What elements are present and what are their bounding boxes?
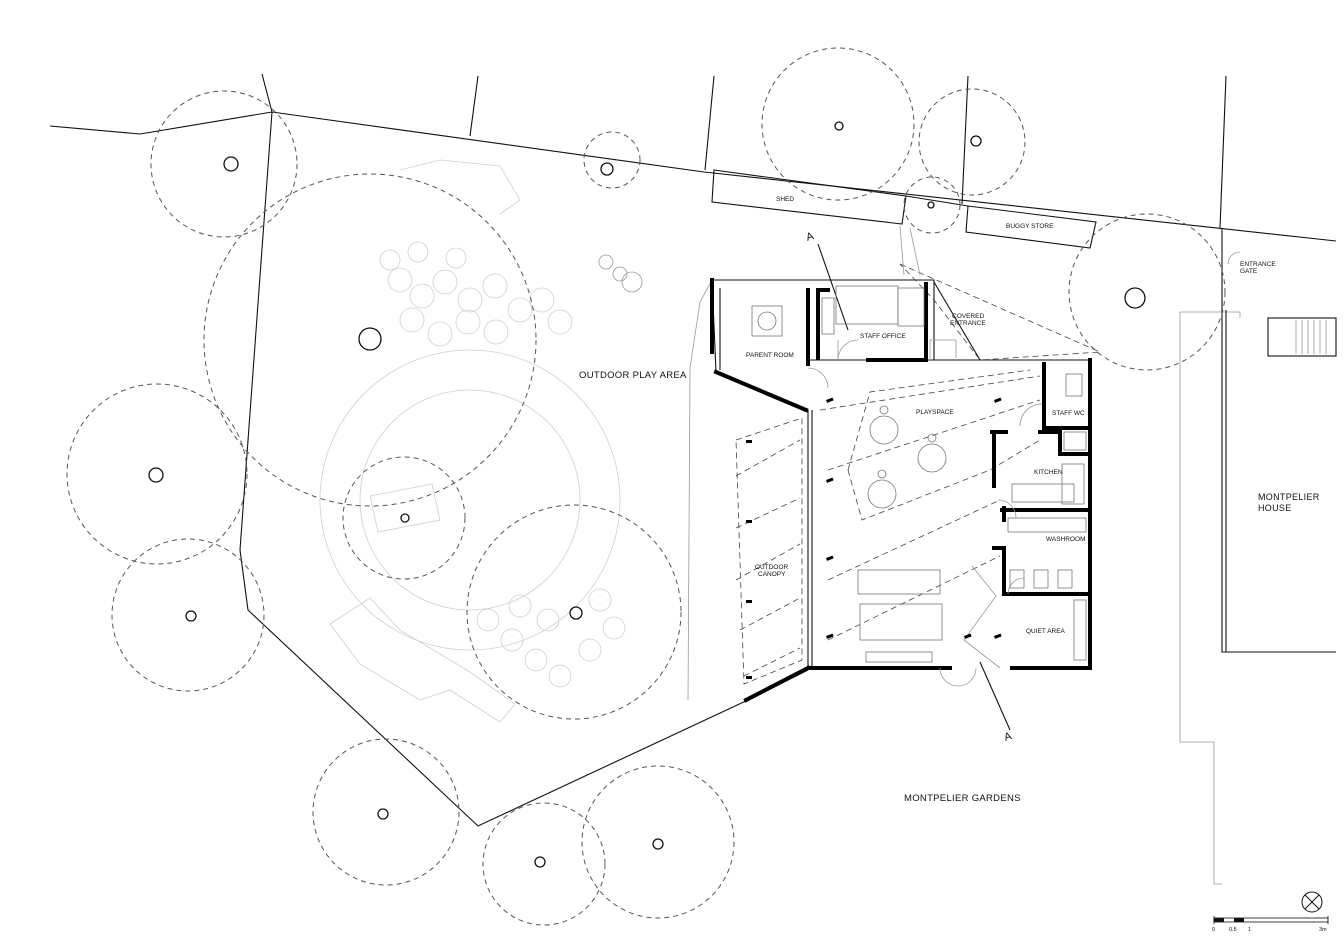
furniture [751,285,1087,663]
tree [581,765,735,919]
tree [1068,213,1226,371]
tree [203,173,537,507]
tree [903,176,961,234]
tree [150,90,298,238]
shed-label: SHED [776,196,794,203]
outdoor-canopy-label-2: CANOPY [758,571,786,578]
trees [66,47,1226,926]
scale-tick-1: 1 [1248,927,1251,933]
scale-tick-0: 0 [1212,927,1215,933]
scale-tick-0-5: 0.5 [1229,927,1237,933]
tree [66,383,248,565]
covered-entrance-label-2: ENTRANCE [950,320,986,327]
shed [711,169,907,225]
tree [312,738,460,886]
quiet-area-label: QUIET AREA [1026,628,1066,635]
entrance-gate-label-2: GATE [1240,268,1258,275]
north-arrow-icon [1301,891,1323,913]
montpelier-house [1221,228,1337,653]
window-markers [746,397,1002,679]
tree [583,131,641,189]
tree [918,88,1026,196]
building [711,225,1101,731]
kitchen-label: KITCHEN [1034,469,1063,476]
playspace-label: PLAYSPACE [916,409,954,416]
parent-room-label: PARENT ROOM [746,352,794,359]
doors [807,251,1241,687]
covered-entrance-label-1: COVERED [952,313,984,320]
walls [710,278,1092,703]
scale-tick-3m: 3m [1319,927,1327,933]
montpelier-house-label-1: MONTPELIER [1258,492,1320,502]
montpelier-gardens-label: MONTPELIER GARDENS [904,793,1021,804]
room-labels: OUTDOOR PLAY AREA MONTPELIER GARDENS MON… [579,196,1320,804]
buggy-store-label: BUGGY STORE [1006,223,1054,230]
montpelier-house-label-2: HOUSE [1258,503,1292,513]
staff-wc-label: STAFF WC [1052,410,1085,417]
tree [466,504,682,720]
section-marker-bottom: A [1003,730,1014,744]
section-marker: A A [805,230,1014,744]
tree [342,456,466,580]
outdoor-play-area-label: OUTDOOR PLAY AREA [579,370,687,381]
tree [482,802,606,926]
tree [111,538,265,692]
outdoor-canopy-label-1: OUTDOOR [755,564,789,571]
play-area-details [319,159,643,723]
section-marker-top: A [805,230,816,244]
washroom-label: WASHROOM [1046,536,1085,543]
staff-office-label: STAFF OFFICE [860,333,906,340]
scale-bar: 0 0.5 1 3m [1212,916,1329,933]
tree [761,47,915,201]
entrance-gate-label-1: ENTRANCE [1240,261,1276,268]
site-boundary [49,73,1337,885]
buggy-store [905,195,1097,249]
